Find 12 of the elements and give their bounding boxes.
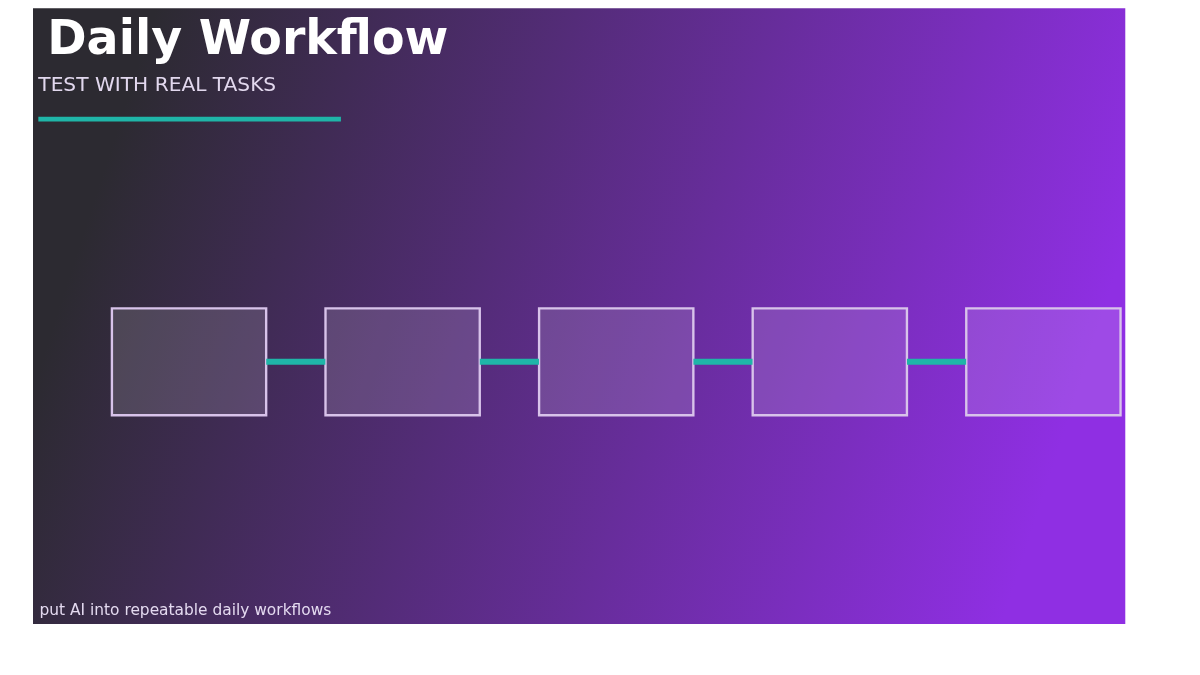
node-box [110, 307, 267, 417]
node-box [537, 307, 695, 417]
diagram-title: Daily Workflow [46, 10, 448, 66]
node-box [323, 307, 481, 417]
node-box [964, 307, 1122, 417]
connector [265, 358, 325, 365]
label: TEST WITH REAL TASKS [37, 72, 276, 97]
label: put AI into repeatable daily workflows [39, 601, 331, 620]
connector [906, 358, 966, 365]
connector [692, 358, 753, 365]
node-box [751, 307, 908, 417]
connector [479, 358, 539, 365]
